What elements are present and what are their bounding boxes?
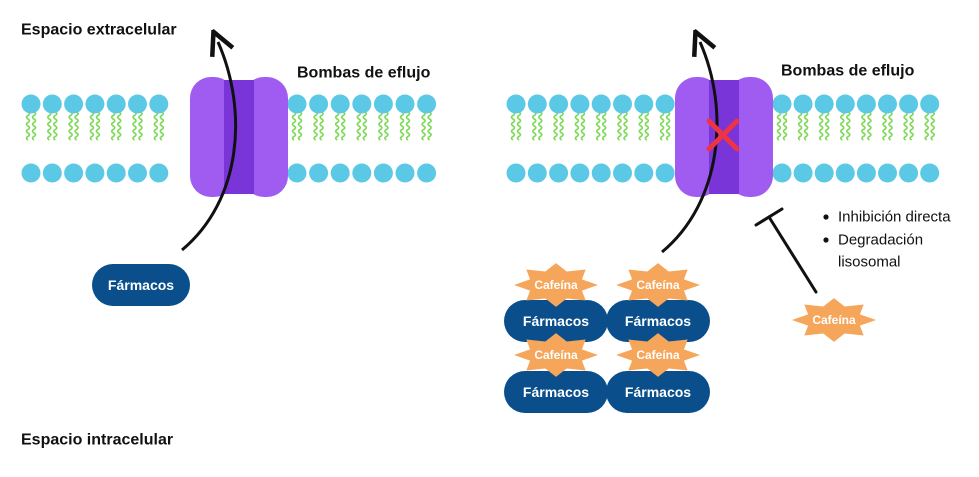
drug-caffeine-complex: Fármacos Cafeína <box>606 333 710 413</box>
pump-label-right: Bombas de eflujo <box>781 63 915 80</box>
drug-label: Fármacos <box>523 313 589 329</box>
mechanism-list: Inhibición directa Degradación lisosomal <box>823 209 951 271</box>
lipid <box>655 94 675 183</box>
lipid <box>506 94 526 183</box>
caffeine-star: Cafeína <box>514 333 598 377</box>
caffeine-label: Cafeína <box>636 348 680 362</box>
bullet-icon <box>823 214 829 220</box>
lipid <box>856 94 876 183</box>
lipid <box>106 94 126 183</box>
caffeine-label: Cafeína <box>636 278 680 292</box>
drug-pill: Fármacos <box>92 264 190 306</box>
drug-pill: Fármacos <box>606 300 710 342</box>
lipid <box>634 94 654 183</box>
curved-arrow-icon <box>661 42 719 254</box>
lipid <box>527 94 547 183</box>
lipid <box>85 94 105 183</box>
drug-caffeine-complexes: FármacosCafeínaFármacosCafeínaFármacosCa… <box>504 263 710 413</box>
efflux-pump-right <box>675 77 773 197</box>
curved-arrow-icon <box>181 42 238 252</box>
lipid <box>570 94 590 183</box>
inhibition-t-bar-icon <box>754 207 818 294</box>
lipid <box>549 94 569 183</box>
caffeine-star: Cafeína <box>514 263 598 307</box>
drug-label: Fármacos <box>625 313 691 329</box>
caffeine-star: Cafeína <box>616 263 700 307</box>
lipid <box>373 94 393 183</box>
membrane-right <box>506 94 940 183</box>
lipid <box>814 94 834 183</box>
mechanism-item: lisosomal <box>838 254 901 271</box>
lipid <box>149 94 169 183</box>
lipid <box>287 94 307 183</box>
caffeine-label: Cafeína <box>812 313 856 327</box>
mechanism-item: Degradación <box>838 232 923 249</box>
lipid <box>395 94 415 183</box>
lipid <box>613 94 632 183</box>
lipid <box>64 94 84 183</box>
lipid <box>835 94 855 183</box>
free-caffeine: Cafeína <box>792 298 876 342</box>
caffeine-label: Cafeína <box>534 348 578 362</box>
lipid <box>42 94 62 183</box>
drug-label: Fármacos <box>108 277 174 293</box>
lipid <box>591 94 611 183</box>
drug-label: Fármacos <box>625 384 691 400</box>
drug-label: Fármacos <box>523 384 589 400</box>
drug-caffeine-complex: Fármacos Cafeína <box>504 333 608 413</box>
lipid <box>352 94 372 183</box>
drug-caffeine-complex: Fármacos Cafeína <box>606 263 710 342</box>
efflux-pump-left <box>190 77 288 197</box>
lipid <box>772 94 792 183</box>
caffeine-star: Cafeína <box>616 333 700 377</box>
red-x-icon <box>706 118 740 152</box>
lipid <box>878 94 897 183</box>
lipid <box>417 94 437 183</box>
lipid <box>21 94 41 183</box>
lipid <box>128 94 147 183</box>
caffeine-star: Cafeína <box>792 298 876 342</box>
drug-pill: Fármacos <box>504 300 608 342</box>
extracellular-label: Espacio extracelular <box>21 22 177 39</box>
mechanism-item: Inhibición directa <box>838 209 951 226</box>
pump-label-left: Bombas de eflujo <box>297 65 431 82</box>
caffeine-label: Cafeína <box>534 278 578 292</box>
lipid <box>899 94 919 183</box>
drug-caffeine-complex: Fármacos Cafeína <box>504 263 608 342</box>
drug-pill: Fármacos <box>606 371 710 413</box>
lipid <box>920 94 940 183</box>
lipid <box>309 94 329 183</box>
intracellular-label: Espacio intracelular <box>21 432 173 449</box>
drug-pill: Fármacos <box>504 371 608 413</box>
lipid <box>793 94 813 183</box>
lipid <box>330 94 350 183</box>
membrane-left <box>21 94 437 183</box>
bullet-icon <box>823 237 829 243</box>
